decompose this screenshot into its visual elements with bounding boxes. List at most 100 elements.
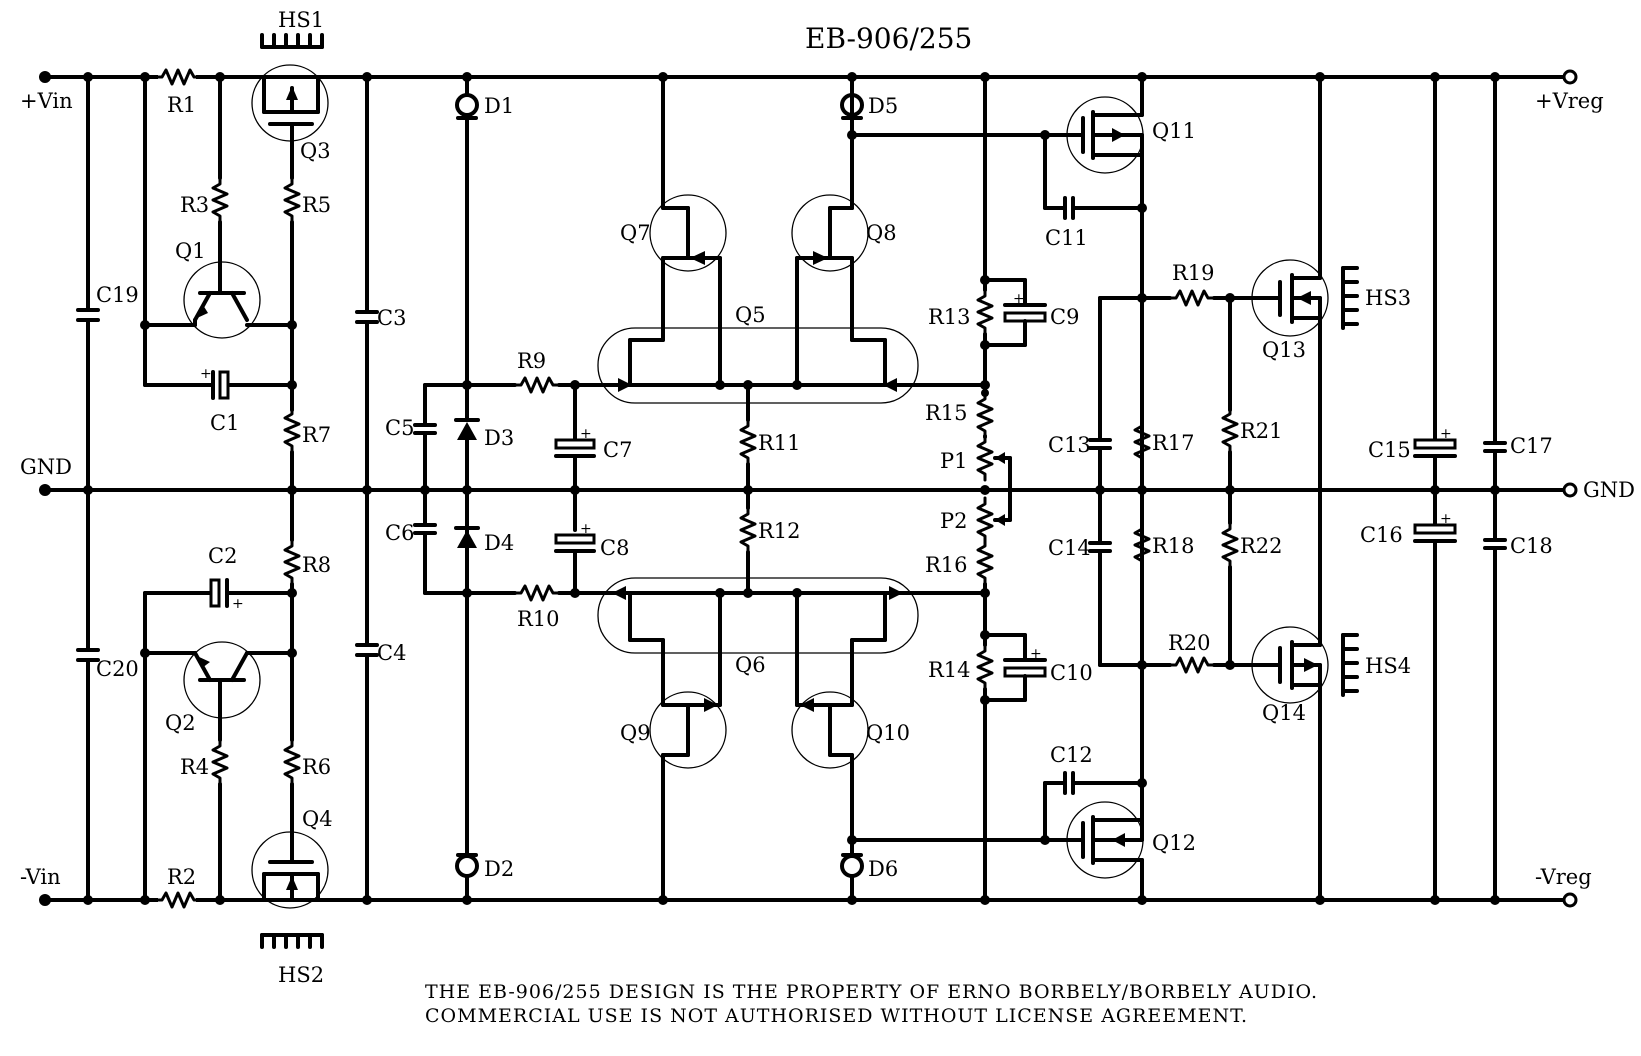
label-c15: C15 [1368,438,1411,462]
label-d3: D3 [484,426,514,450]
label-hs3: HS3 [1365,286,1411,310]
label-d4: D4 [484,531,514,555]
label-d2: D2 [484,857,514,881]
label-hs4: HS4 [1365,654,1411,678]
label-d6: D6 [868,857,898,881]
label-p2: P2 [940,509,968,533]
label-c9: C9 [1050,305,1079,329]
label-c6: C6 [385,521,414,545]
bias-chain: R13 + C9 R15 P1 P2 R16 R14 [925,72,1093,905]
lower-preregulator: R8 + C2 Q2 R4 R6 [140,488,333,987]
label-c16: C16 [1360,523,1403,547]
terminal-vin-neg-label: -Vin [20,865,61,889]
svg-text:+: + [1440,511,1452,527]
reference-section: D1 D3 D4 D2 C5 C6 R9 [385,72,632,905]
label-q2: Q2 [165,711,196,735]
label-c2: C2 [208,544,237,568]
label-c17: C17 [1510,434,1553,458]
label-c7: C7 [603,438,632,462]
terminal-gnd-right-label: GND [1583,478,1635,502]
svg-text:+: + [200,366,212,382]
heatsink-hs2: HS2 [260,933,324,987]
upper-preregulator: R1 + C1 R3 Q1 Q [140,8,331,495]
label-r7: R7 [302,423,331,447]
label-r15: R15 [925,401,968,425]
heatsink-hs1: HS1 [260,8,324,49]
terminal-gnd-left-label: GND [20,455,72,479]
label-d1: D1 [484,94,514,118]
label-r5: R5 [302,193,331,217]
label-r19: R19 [1172,261,1215,285]
label-d5: D5 [868,94,898,118]
svg-text:+: + [1030,646,1042,662]
label-c11: C11 [1045,226,1088,250]
diodes-d5-d6: D5 D6 [840,72,1070,905]
copyright-notice-line-2: COMMERCIAL USE IS NOT AUTHORISED WITHOUT… [425,1005,1248,1027]
diagram-title: EB-906/255 [805,22,972,55]
label-p1: P1 [940,449,968,473]
label-r18: R18 [1152,534,1195,558]
label-q3: Q3 [300,139,331,163]
label-q12: Q12 [1152,831,1196,855]
label-c14: C14 [1048,536,1091,560]
terminals: +Vin GND -Vin +Vreg GND -Vreg [20,69,1635,908]
label-r12: R12 [758,519,801,543]
label-q7: Q7 [620,221,651,245]
label-r10: R10 [517,607,560,631]
label-hs2: HS2 [278,963,324,987]
terminal-vreg-pos-label: +Vreg [1535,89,1604,113]
label-c12: C12 [1050,743,1093,767]
label-q8: Q8 [866,221,897,245]
svg-text:+: + [232,596,244,612]
label-q11: Q11 [1152,119,1196,143]
label-q10: Q10 [866,721,910,745]
label-r14: R14 [928,658,971,682]
label-r1: R1 [167,93,196,117]
label-c10: C10 [1050,661,1093,685]
label-c18: C18 [1510,534,1553,558]
svg-text:+: + [580,521,592,537]
heatsink-hs4: HS4 [1341,633,1411,697]
terminal-vin-pos-label: +Vin [20,89,73,113]
capacitor-c19-c20: C19 C20 [76,72,139,905]
label-c1: C1 [210,411,239,435]
label-r3: R3 [180,193,209,217]
heatsink-hs3: HS3 [1341,266,1411,330]
label-r6: R6 [302,755,331,779]
label-q6: Q6 [735,653,766,677]
label-c19: C19 [96,283,139,307]
svg-text:+: + [1440,426,1452,442]
label-r22: R22 [1240,534,1283,558]
terminal-vreg-neg-label: -Vreg [1535,865,1592,889]
label-c20: C20 [96,657,139,681]
label-r8: R8 [302,553,331,577]
label-r20: R20 [1168,631,1211,655]
label-q13: Q13 [1262,338,1306,362]
capacitor-c3-c4: C3 C4 [355,72,406,905]
label-r13: R13 [928,305,971,329]
label-q9: Q9 [620,721,651,745]
label-r11: R11 [758,431,801,455]
label-c8: C8 [600,536,629,560]
output-stage: C13 C14 R17 R18 R19 R20 R21 R22 [1048,72,1411,905]
output-capacitors: + + C15 C16 C17 C18 [1360,72,1553,905]
label-r17: R17 [1152,431,1195,455]
label-hs1: HS1 [278,8,324,32]
label-q5: Q5 [735,303,766,327]
svg-text:+: + [580,426,592,442]
label-r2: R2 [167,865,196,889]
label-c3: C3 [377,306,406,330]
label-q1: Q1 [175,239,206,263]
label-c4: C4 [377,641,406,665]
label-q4: Q4 [302,807,333,831]
rails [43,75,1570,902]
copyright-notice-line-1: THE EB-906/255 DESIGN IS THE PROPERTY OF… [425,981,1318,1003]
label-q14: Q14 [1262,701,1306,725]
svg-text:+: + [1013,291,1025,307]
label-r21: R21 [1240,419,1283,443]
label-r4: R4 [180,755,209,779]
label-c5: C5 [385,416,414,440]
label-c13: C13 [1048,433,1091,457]
label-r16: R16 [925,553,968,577]
